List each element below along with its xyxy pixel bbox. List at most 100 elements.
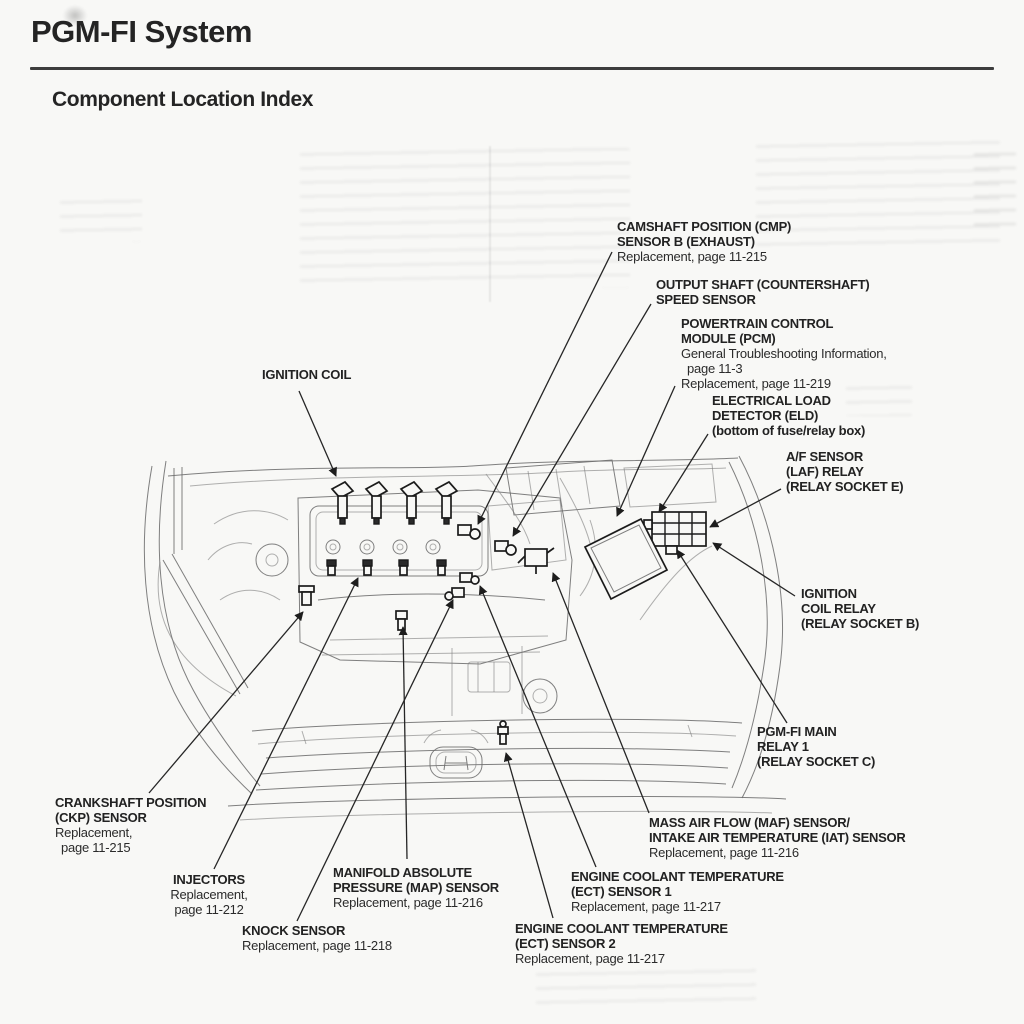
leader-maf-iat-sensor xyxy=(551,572,650,814)
fuse-relay-box-marker xyxy=(643,511,707,555)
callout-maf-iat-sensor: MASS AIR FLOW (MAF) SENSOR/ INTAKE AIR T… xyxy=(649,815,906,860)
label-line: KNOCK SENSOR xyxy=(242,923,346,938)
map-sensor-marker xyxy=(395,610,408,631)
pcm-marker xyxy=(583,517,669,601)
output-shaft-speed-sensor-marker xyxy=(494,540,517,556)
engine-block xyxy=(207,459,717,716)
callout-ect-sensor-1: ENGINE COOLANT TEMPERATURE (ECT) SENSOR … xyxy=(571,869,784,914)
leader-eld xyxy=(658,433,709,513)
callout-cmp-sensor-b: CAMSHAFT POSITION (CMP) SENSOR B (EXHAUS… xyxy=(617,219,791,264)
label-line: CRANKSHAFT POSITION xyxy=(55,795,207,810)
note-line: Replacement, xyxy=(170,887,248,902)
bleedthrough-text xyxy=(60,196,142,242)
leader-af-sensor-relay xyxy=(709,488,782,528)
bleedthrough-text xyxy=(756,140,1000,252)
callout-ignition-coil: IGNITION COIL xyxy=(262,367,351,382)
note-line: Replacement, page 11-216 xyxy=(649,845,799,860)
callout-injectors: INJECTORS Replacement, page 11-212 xyxy=(150,872,268,917)
callout-ignition-coil-relay: IGNITION COIL RELAY (RELAY SOCKET B) xyxy=(801,586,919,631)
leader-ect-sensor-1 xyxy=(478,585,597,868)
note-line: Replacement, page 11-218 xyxy=(242,938,392,953)
leader-injectors xyxy=(213,577,359,870)
leader-pcm xyxy=(616,385,676,517)
note-line: Replacement, page 11-217 xyxy=(515,951,665,966)
label-line: (RELAY SOCKET B) xyxy=(801,616,920,631)
callout-ect-sensor-2: ENGINE COOLANT TEMPERATURE (ECT) SENSOR … xyxy=(515,921,728,966)
bleedthrough-text xyxy=(846,382,912,416)
note-line: Replacement, page 11-219 xyxy=(681,376,831,391)
label-line: DETECTOR (ELD) xyxy=(712,408,819,423)
maf-iat-sensor-marker xyxy=(517,547,555,574)
knock-sensor-marker xyxy=(444,587,465,601)
page-title: PGM-FI System xyxy=(31,14,252,49)
car-body-outline xyxy=(143,455,783,799)
label-line: PGM-FI MAIN xyxy=(757,724,837,739)
leader-ect-sensor-2 xyxy=(503,752,554,919)
leader-ignition-coil-relay xyxy=(712,542,796,597)
callout-eld: ELECTRICAL LOAD DETECTOR (ELD) (bottom o… xyxy=(712,393,865,438)
label-line: RELAY 1 xyxy=(757,739,809,754)
bleedthrough-text xyxy=(536,968,756,1008)
callout-af-sensor-relay: A/F SENSOR (LAF) RELAY (RELAY SOCKET E) xyxy=(786,449,904,494)
label-line: OUTPUT SHAFT (COUNTERSHAFT) xyxy=(656,277,870,292)
label-line: SPEED SENSOR xyxy=(656,292,756,307)
note-line: General Troubleshooting Information, xyxy=(681,346,887,361)
label-line: MANIFOLD ABSOLUTE xyxy=(333,865,472,880)
bleedthrough-rule xyxy=(489,146,491,302)
label-line: CAMSHAFT POSITION (CMP) xyxy=(617,219,792,234)
label-line: (bottom of fuse/relay box) xyxy=(712,423,866,438)
label-line: IGNITION COIL xyxy=(262,367,352,382)
ckp-sensor-marker xyxy=(298,585,315,606)
leader-ckp-sensor xyxy=(148,611,304,794)
label-line: ENGINE COOLANT TEMPERATURE xyxy=(571,869,784,884)
label-line: A/F SENSOR xyxy=(786,449,863,464)
label-line: SENSOR B (EXHAUST) xyxy=(617,234,755,249)
label-line: ENGINE COOLANT TEMPERATURE xyxy=(515,921,728,936)
label-line: MODULE (PCM) xyxy=(681,331,776,346)
callout-ckp-sensor: CRANKSHAFT POSITION (CKP) SENSOR Replace… xyxy=(55,795,207,855)
bleedthrough-text xyxy=(974,148,1016,234)
callout-map-sensor: MANIFOLD ABSOLUTE PRESSURE (MAP) SENSOR … xyxy=(333,865,499,910)
ect-sensor-2-marker xyxy=(497,720,509,745)
scan-smudge xyxy=(58,1,92,30)
label-line: POWERTRAIN CONTROL xyxy=(681,316,834,331)
injector-markers xyxy=(326,559,447,576)
callout-knock-sensor: KNOCK SENSOR Replacement, page 11-218 xyxy=(242,923,392,953)
label-line: IGNITION xyxy=(801,586,857,601)
label-line: (LAF) RELAY xyxy=(786,464,864,479)
label-line: INTAKE AIR TEMPERATURE (IAT) SENSOR xyxy=(649,830,906,845)
note-line: Replacement, page 11-217 xyxy=(571,899,721,914)
label-line: (RELAY SOCKET C) xyxy=(757,754,876,769)
note-line: page 11-215 xyxy=(61,840,131,855)
label-line: COIL RELAY xyxy=(801,601,876,616)
bumper-grille xyxy=(227,718,787,821)
label-line: (ECT) SENSOR 1 xyxy=(571,884,672,899)
label-line: (ECT) SENSOR 2 xyxy=(515,936,616,951)
title-divider xyxy=(30,67,994,70)
leader-pgm-fi-main-relay-1 xyxy=(676,549,788,724)
bleedthrough-text xyxy=(300,148,630,288)
note-line: page 11-212 xyxy=(174,902,244,917)
ect-sensor-1-marker xyxy=(459,572,480,585)
leader-ignition-coil xyxy=(298,390,337,477)
note-line: Replacement, page 11-216 xyxy=(333,895,483,910)
leader-output-shaft-speed-sensor xyxy=(512,303,652,537)
label-line: PRESSURE (MAP) SENSOR xyxy=(333,880,499,895)
label-line: INJECTORS xyxy=(173,872,245,887)
section-title: Component Location Index xyxy=(52,88,314,111)
callout-output-shaft-speed-sensor: OUTPUT SHAFT (COUNTERSHAFT) SPEED SENSOR xyxy=(656,277,870,307)
callout-pgm-fi-main-relay-1: PGM-FI MAIN RELAY 1 (RELAY SOCKET C) xyxy=(757,724,875,769)
label-line: MASS AIR FLOW (MAF) SENSOR/ xyxy=(649,815,850,830)
leader-map-sensor xyxy=(398,626,408,860)
label-line: ELECTRICAL LOAD xyxy=(712,393,831,408)
note-line: Replacement, page 11-215 xyxy=(617,249,767,264)
note-line: page 11-3 xyxy=(687,361,743,376)
honda-logo xyxy=(423,729,489,779)
cmp-sensor-b-marker xyxy=(457,524,481,540)
label-line: (CKP) SENSOR xyxy=(55,810,147,825)
note-line: Replacement, xyxy=(55,825,133,840)
leader-cmp-sensor-b xyxy=(477,251,613,525)
ignition-coil-markers xyxy=(330,480,459,525)
label-line: (RELAY SOCKET E) xyxy=(786,479,904,494)
